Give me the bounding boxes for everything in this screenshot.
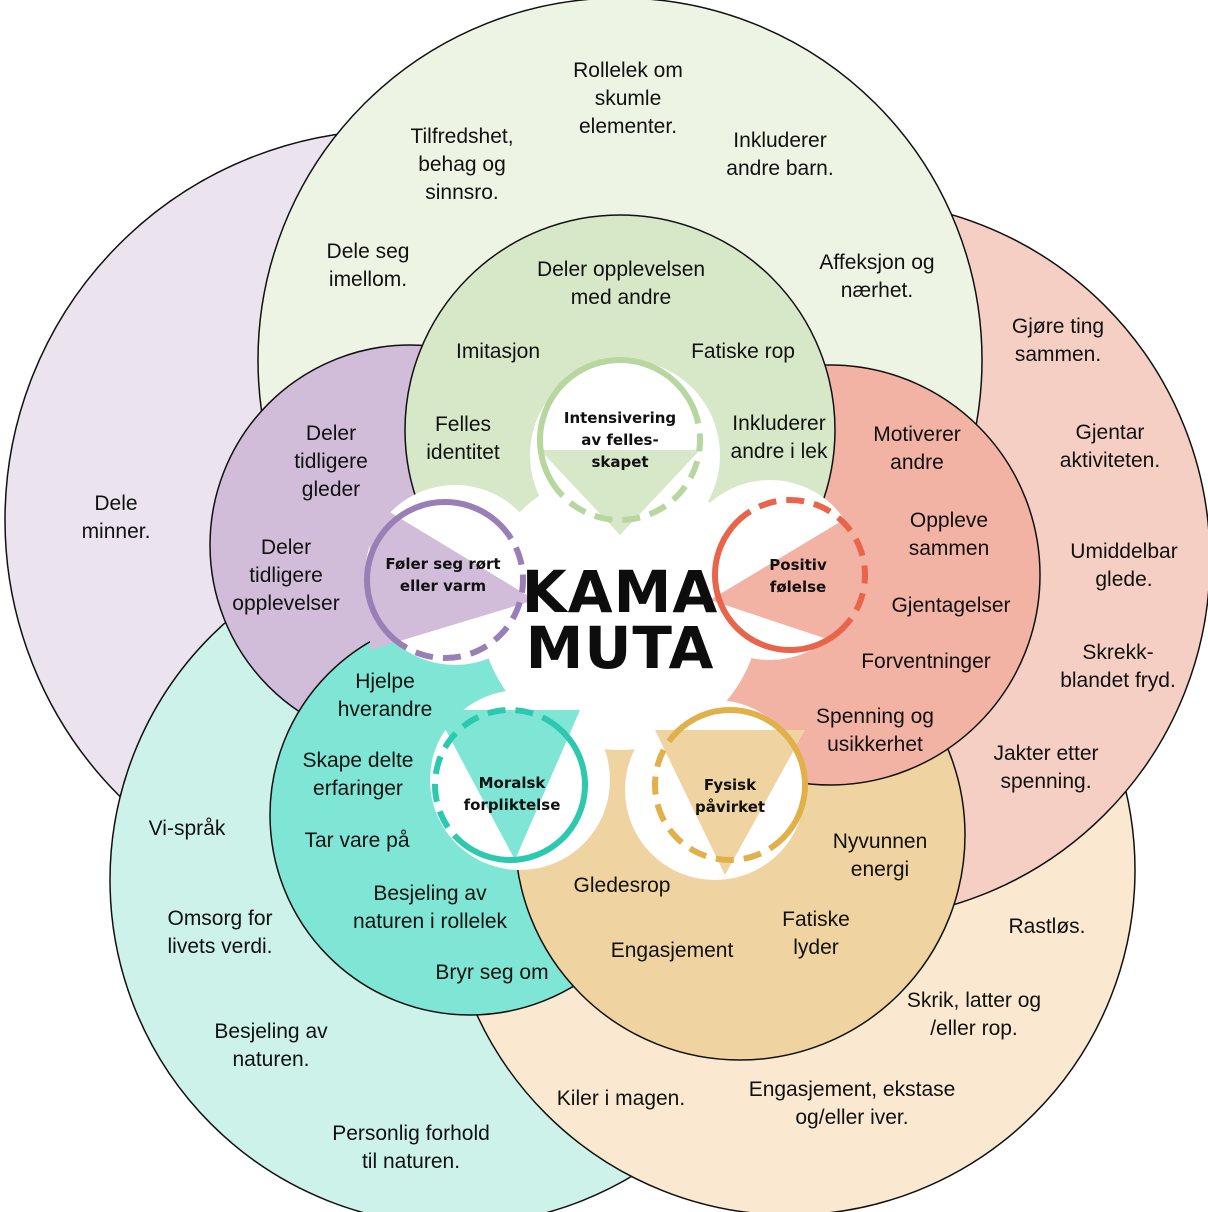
outer-orange-label: Engasjement, ekstase og/eller iver.: [748, 1078, 956, 1129]
hub-arrow-red: [710, 510, 860, 650]
hub-ring-purple: [364, 499, 526, 661]
outer-green-label: Dele seg imellom.: [326, 240, 410, 291]
inner-red-label: Motiverer andre: [873, 423, 961, 474]
hub-positiv-group: [710, 497, 868, 653]
inner-red-label: Oppleve sammen: [908, 509, 990, 560]
inner-teal-label: Skape delte erfaringer: [302, 749, 414, 800]
outer-purple-label: Dele minner.: [81, 492, 151, 543]
hub-fysisk-group: [652, 707, 808, 875]
hub-ring-orange: [652, 707, 808, 863]
outer-teal-label: Vi-språk: [148, 817, 226, 840]
outer-orange-label: Rastløs.: [1008, 915, 1086, 938]
outer-red-label: Jakter etter spenning.: [993, 742, 1099, 793]
hub-arrow-orange: [655, 730, 805, 875]
outer-orange-label: Kiler i magen.: [556, 1087, 686, 1110]
hub-label-intensivering: Intensivering av felles- skapet: [563, 409, 677, 471]
inner-red-label: Gjentagelser: [891, 594, 1011, 617]
hub-ring-teal: [432, 707, 588, 863]
inner-green-label: Deler opplevelsen med andre: [536, 258, 706, 309]
inner-orange-label: Engasjement: [610, 939, 734, 962]
inner-teal-label: Hjelpe hverandre: [337, 670, 433, 721]
hub-arrow-green: [540, 450, 700, 535]
inner-green-label: Felles identitet: [426, 413, 500, 464]
hub-intensivering-group: [537, 357, 703, 535]
outer-red-label: Gjentar aktiviteten.: [1059, 421, 1161, 472]
inner-green-label: Inkluderer andre i lek: [730, 412, 828, 463]
outer-teal-label: Omsorg for livets verdi.: [167, 907, 273, 958]
hub-label-foler: Føler seg rørt eller varm: [385, 555, 501, 595]
hub-ring-green: [537, 357, 703, 523]
hub-label-positiv: Positiv følelse: [769, 556, 827, 596]
outer-red-label: Skrekk- blandet fryd.: [1060, 641, 1176, 692]
hub-moralsk-group: [432, 707, 588, 863]
outer-teal-label: Besjeling av naturen.: [214, 1020, 328, 1071]
hub-arrow-teal: [435, 710, 580, 860]
inner-orange-label: Gledesrop: [573, 874, 671, 897]
outer-green-label: Rollelek om skumle elementer.: [573, 59, 683, 138]
outer-red-label: Umiddelbar glede.: [1070, 540, 1178, 591]
hub-label-fysisk: Fysisk påvirket: [694, 776, 766, 816]
inner-teal-label: Bryr seg om: [435, 961, 549, 984]
outer-green-label: Tilfredshet, behag og sinnsro.: [410, 125, 514, 204]
inner-red-label: Spenning og usikkerhet: [816, 705, 934, 756]
hub-label-moralsk: Moralsk forpliktelse: [463, 774, 561, 814]
hub-foler-group: [364, 499, 535, 661]
outer-green-label: Inkluderer andre barn.: [726, 129, 834, 180]
inner-teal-label: Tar vare på: [304, 829, 410, 852]
inner-teal-label: Besjeling av naturen i rollelek: [352, 882, 508, 933]
inner-orange-label: Fatiske lyder: [782, 908, 850, 959]
outer-teal-label: Personlig forhold til naturen.: [332, 1122, 490, 1173]
hub-arrow-purple: [370, 500, 535, 650]
hub-ring-red: [712, 497, 868, 653]
outer-orange-label: Skrik, latter og /eller rop.: [906, 989, 1042, 1040]
inner-red-label: Forventninger: [861, 650, 991, 673]
outer-green-label: Affeksjon og nærhet.: [819, 251, 935, 302]
inner-orange-label: Nyvunnen energi: [832, 830, 928, 881]
inner-purple-label: Deler tidligere opplevelser: [232, 536, 340, 615]
inner-green-label: Imitasjon: [455, 340, 541, 363]
outer-red-label: Gjøre ting sammen.: [1011, 315, 1105, 366]
center-title: KAMA MUTA: [521, 558, 719, 682]
inner-green-label: Fatiske rop: [691, 340, 795, 363]
inner-purple-label: Deler tidligere gleder: [294, 422, 368, 501]
